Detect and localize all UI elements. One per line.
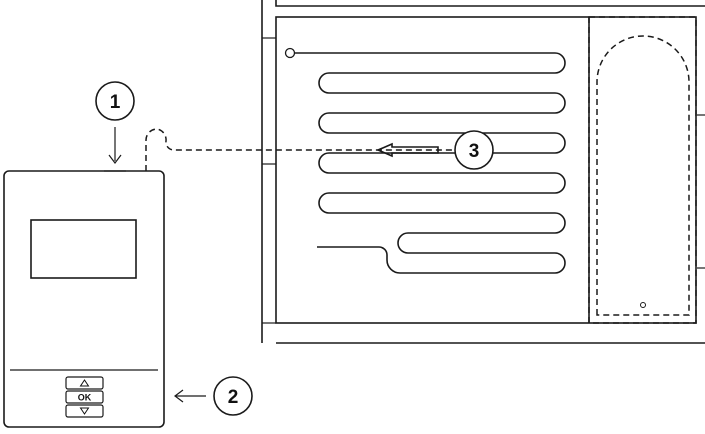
- callout-3: 3: [455, 131, 493, 169]
- callout-number: 3: [469, 141, 480, 162]
- thermostat: OK: [4, 171, 164, 427]
- tub-outline: [597, 36, 689, 315]
- callout-number: 1: [110, 92, 121, 113]
- heating-cable-path: [295, 53, 565, 273]
- fixture-zone-outline: [589, 17, 696, 323]
- fixture-zone: [589, 17, 696, 323]
- cable-start-icon: [286, 49, 295, 58]
- sensor-wire: [146, 129, 456, 171]
- room-frame: [262, 0, 705, 343]
- up-button[interactable]: [66, 377, 103, 389]
- callout-number: 2: [228, 387, 239, 408]
- floor-panel: [276, 17, 696, 323]
- top-strip: [276, 0, 705, 6]
- thermostat-buttons: OK: [66, 377, 103, 417]
- drain-icon: [641, 303, 646, 308]
- callout-1: 1: [96, 82, 134, 163]
- ok-button-label: OK: [78, 393, 92, 403]
- arrow-down-icon: [81, 408, 89, 414]
- down-button[interactable]: [66, 405, 103, 417]
- arrow-up-icon: [81, 380, 89, 386]
- thermostat-display: [31, 220, 136, 278]
- heating-cable: [286, 49, 566, 274]
- callout-2: 2: [175, 377, 252, 415]
